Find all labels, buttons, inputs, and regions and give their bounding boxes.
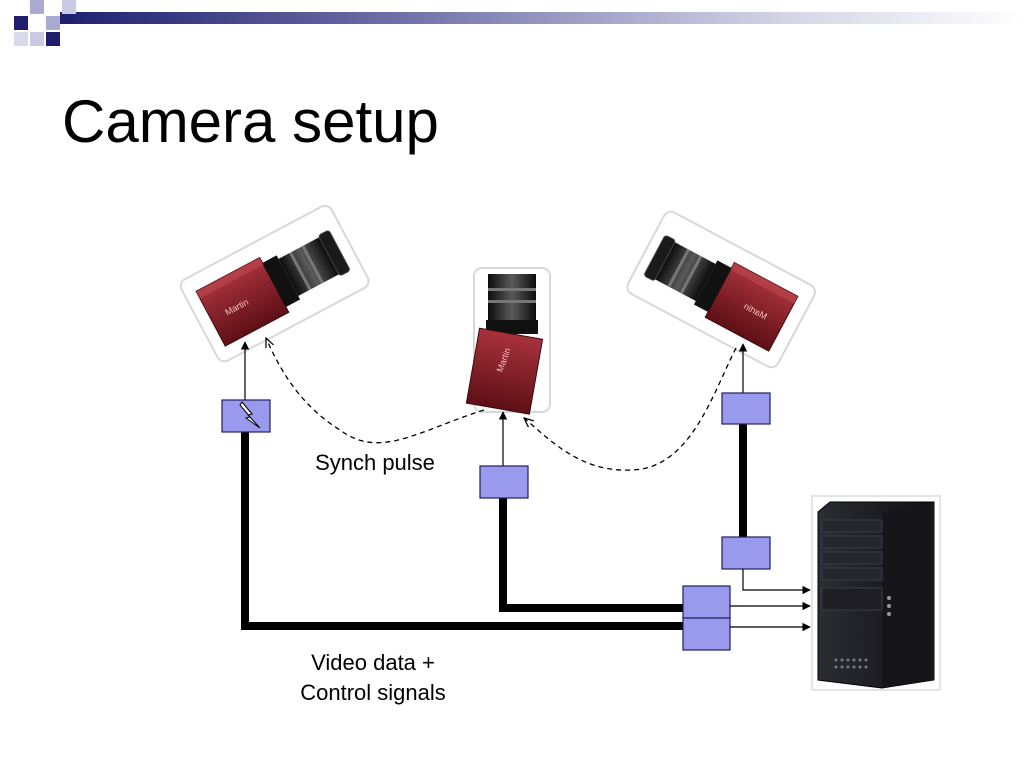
lightning-icon <box>239 401 261 429</box>
hub-box-upper <box>682 585 731 619</box>
arrow-to-computer-1 <box>742 569 811 595</box>
interface-box-center <box>479 465 529 499</box>
video-data-label-line1: Video data + <box>311 650 435 675</box>
camera-left: Martin <box>179 204 370 363</box>
interface-box-left <box>221 399 271 433</box>
video-data-label-line2: Control signals <box>300 680 446 705</box>
cable-center <box>499 498 683 612</box>
synch-pulse-label: Synch pulse <box>315 450 435 475</box>
computer-tower <box>811 495 941 691</box>
slide-header-decoration <box>14 0 1024 46</box>
camera-right: Martin <box>626 210 816 369</box>
interface-box-right-bottom <box>721 536 771 570</box>
page-title: Camera setup <box>62 88 439 155</box>
synch-pulse-curve-right <box>524 347 737 471</box>
video-data-label: Video data + Control signals <box>268 648 478 708</box>
cable-left <box>241 432 683 630</box>
hub-box-lower <box>682 617 731 651</box>
interface-box-right-top <box>721 392 771 425</box>
synch-pulse-curve-left <box>266 338 485 444</box>
camera-center: Martin <box>465 267 551 415</box>
